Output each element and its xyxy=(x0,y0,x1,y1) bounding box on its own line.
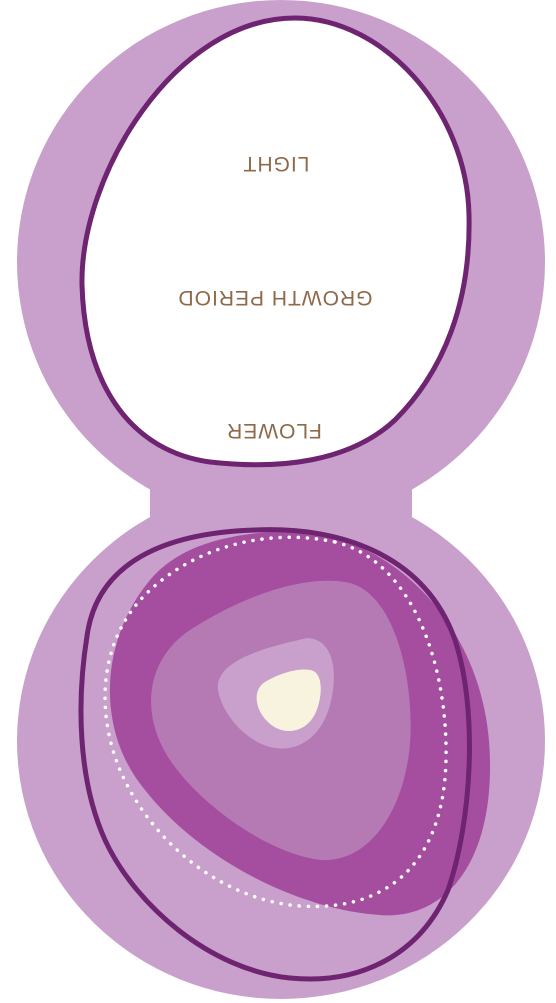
label-flower: FLOWER xyxy=(226,419,322,442)
label-growth-period: GROWTH PERIOD xyxy=(178,286,373,309)
label-light: LIGHT xyxy=(243,152,310,175)
